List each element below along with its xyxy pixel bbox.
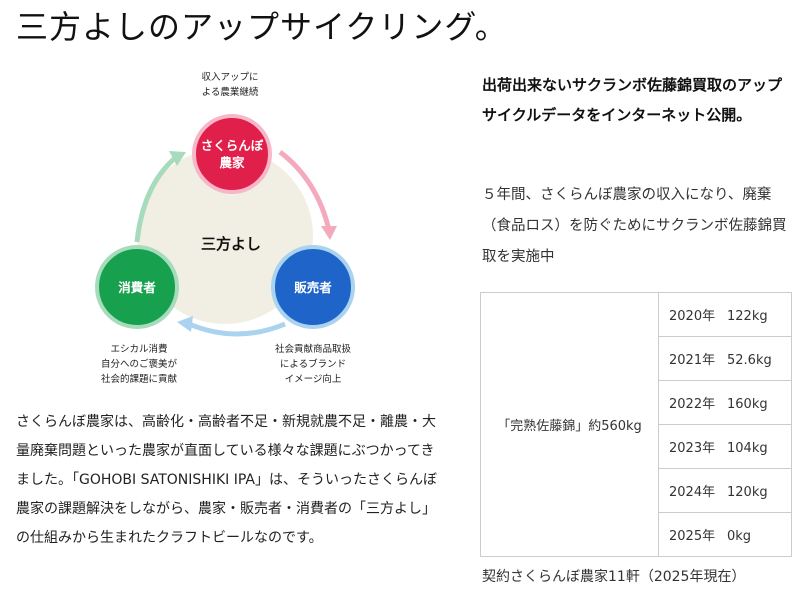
arrow-consumer-to-farmer: [134, 156, 177, 243]
node-consumer: 消費者: [95, 245, 179, 329]
center-label: 三方よし: [201, 235, 262, 253]
node-farmer: さくらんぼ 農家: [192, 114, 272, 194]
cycle-arrows: [134, 148, 337, 337]
note-consumer-benefit: エシカル消費 自分へのご褒美が 社会的課題に貢献: [100, 344, 177, 385]
purchase-description: ５年間、さくらんぼ農家の収入になり、廃棄（食品ロス）を防ぐためにサクランボ佐藤錦…: [482, 187, 787, 265]
description-paragraph: さくらんぼ農家は、高齢化・高齢者不足・新規就農不足・離農・大量廃棄問題といった農…: [16, 414, 437, 546]
data-disclosure-heading: 出荷出来ないサクランボ佐藤錦買取のアップサイクルデータをインターネット公開。: [482, 76, 783, 124]
sanpo-yoshi-diagram: 収入アップに よる農業継続 さくらんぼ 農家 三方よし 販売者 消費者 社会貢献…: [85, 62, 365, 402]
arrow-farmer-to-seller: [278, 150, 332, 231]
contract-farmers-note: 契約さくらんぼ農家11軒（2025年現在）: [482, 569, 746, 585]
node-seller: 販売者: [271, 245, 355, 329]
page-title: 三方よしのアップサイクリング。: [16, 8, 508, 46]
total-label: 「完熟佐藤錦」約560kg: [480, 292, 659, 557]
center-circle: [137, 148, 313, 324]
note-seller-benefit: 社会貢献商品取扱 によるブランド イメージ向上: [274, 344, 351, 385]
note-farmer-benefit: 収入アップに よる農業継続: [201, 72, 259, 98]
arrow-seller-to-consumer: [188, 321, 286, 337]
